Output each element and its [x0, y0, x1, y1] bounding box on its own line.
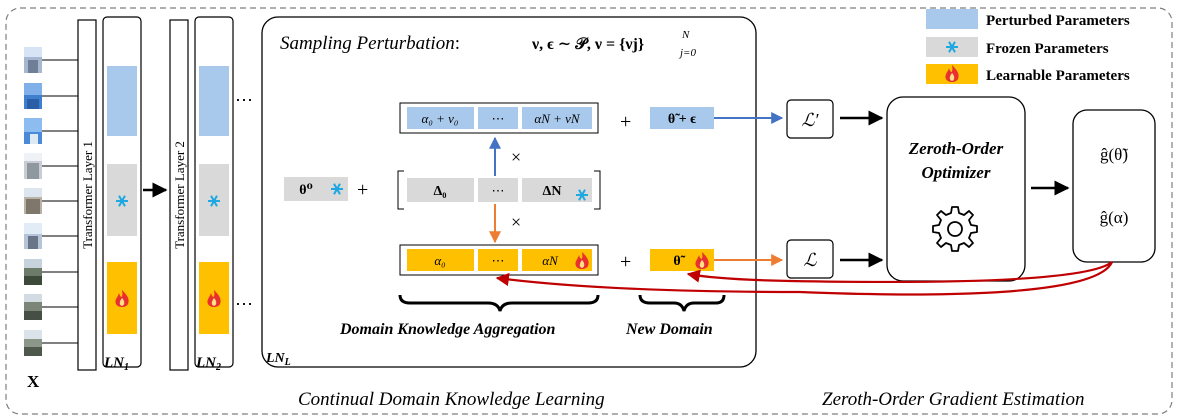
delta-cell-text: ⋯: [492, 184, 505, 199]
ln1-label: LN1: [103, 355, 129, 373]
delta-cell: [478, 178, 518, 202]
loss-perturbed-text: ℒ′: [802, 110, 820, 130]
learnable-cell-text: αN: [542, 253, 559, 268]
gradient-alpha-text: ĝ(α): [1100, 208, 1129, 227]
ln2-label: LN2: [195, 355, 221, 373]
perturbed-cell-text: αN + νN: [534, 111, 581, 126]
gear-icon: [932, 206, 978, 252]
transformer-layer-2: [169, 19, 189, 371]
optimizer-line1: Zeroth-Order: [908, 139, 1004, 158]
theta-perturbed-cell: [650, 107, 714, 129]
plus-operator: +: [620, 251, 631, 273]
token-thumbnail: [24, 223, 42, 249]
transformer-layer-1: [77, 19, 97, 371]
token-thumbnail: [24, 118, 42, 144]
aggregation-label: Domain Knowledge Aggregation: [339, 321, 556, 338]
theta0-text: θ⁰: [299, 183, 312, 198]
sampling-formula-sup: N: [681, 29, 690, 41]
token-thumbnail: [24, 188, 42, 214]
learnable-cell-text: α₀: [434, 253, 445, 268]
caption-continual: Continual Domain Knowledge Learning: [298, 389, 605, 410]
delta-cell-text: ΔN: [543, 184, 562, 199]
token-thumbnail: [24, 259, 42, 285]
legend-frozen-label: Frozen Parameters: [986, 41, 1109, 57]
bracket-right: [594, 170, 601, 210]
zeroth-order-optimizer-box: [886, 96, 1026, 282]
ln2-perturbed-params: [199, 66, 229, 136]
legend-perturbed-label: Perturbed Parameters: [986, 13, 1130, 29]
token-thumbnail: [24, 83, 42, 109]
transformer-layer-2-label: Transformer Layer 2: [172, 141, 187, 249]
times-operator: ×: [511, 147, 521, 167]
plus-operator: +: [620, 111, 631, 133]
loss-perturbed-box: [786, 99, 834, 139]
token-thumbnail: [24, 47, 42, 73]
new-domain-label: New Domain: [625, 321, 713, 338]
delta-cell-text: Δ₀: [434, 184, 447, 199]
perturbed-cell: [407, 107, 474, 129]
transformer-layer-1-label: Transformer Layer 1: [80, 141, 95, 249]
token-thumbnail: [24, 330, 42, 356]
brace-aggregation: [398, 294, 600, 312]
perturbed-cell: [522, 107, 592, 129]
gradient-box: [1072, 109, 1156, 263]
token-thumbnail: [24, 153, 42, 179]
ellipsis-bottom: ⋯: [235, 294, 253, 315]
ln1-perturbed-params: [107, 66, 137, 136]
lnL-label: LNL: [265, 351, 291, 368]
caption-zeroth: Zeroth-Order Gradient Estimation: [822, 389, 1084, 410]
theta-perturbed-text: θ̃ + ϵ: [668, 112, 696, 127]
plus-operator: +: [357, 179, 368, 201]
optimizer-line2: Optimizer: [922, 163, 991, 182]
sampling-title: Sampling Perturbation:: [280, 33, 460, 54]
times-operator: ×: [511, 212, 521, 232]
legend-learnable-label: Learnable Parameters: [986, 68, 1130, 84]
arrow-gradient-to-theta: [686, 261, 1113, 284]
arrow-gradient-to-alpha: [495, 261, 1114, 296]
learnable-cell: [407, 249, 474, 271]
learnable-cell-text: ⋯: [492, 254, 505, 269]
token-thumbnail: [24, 294, 42, 320]
loss-box: [786, 239, 834, 279]
loss-text: ℒ: [804, 250, 818, 270]
perturbed-cell-text: ⋯: [492, 112, 505, 127]
sampling-formula: ν, ϵ ∼ 𝒫, ν = {νj}: [531, 36, 644, 53]
input-label: X: [27, 372, 40, 391]
legend-perturbed-swatch: [926, 9, 978, 29]
perturbed-cell: [478, 107, 518, 129]
brace-new-domain: [638, 294, 726, 312]
legend: Perturbed Parameters Frozen Parameters L…: [926, 9, 1130, 84]
bracket-left: [397, 170, 404, 210]
learnable-cell: [478, 249, 518, 271]
gradient-theta-text: ĝ(θ̃): [1100, 145, 1128, 164]
input-tokens: [24, 47, 78, 356]
ellipsis-top: ⋯: [235, 90, 253, 111]
sampling-formula-sub: j=0: [678, 47, 696, 59]
perturbed-cell-text: α₀ + ν₀: [422, 111, 459, 126]
delta-cell: [407, 178, 474, 202]
learnable-cell: [522, 249, 592, 271]
